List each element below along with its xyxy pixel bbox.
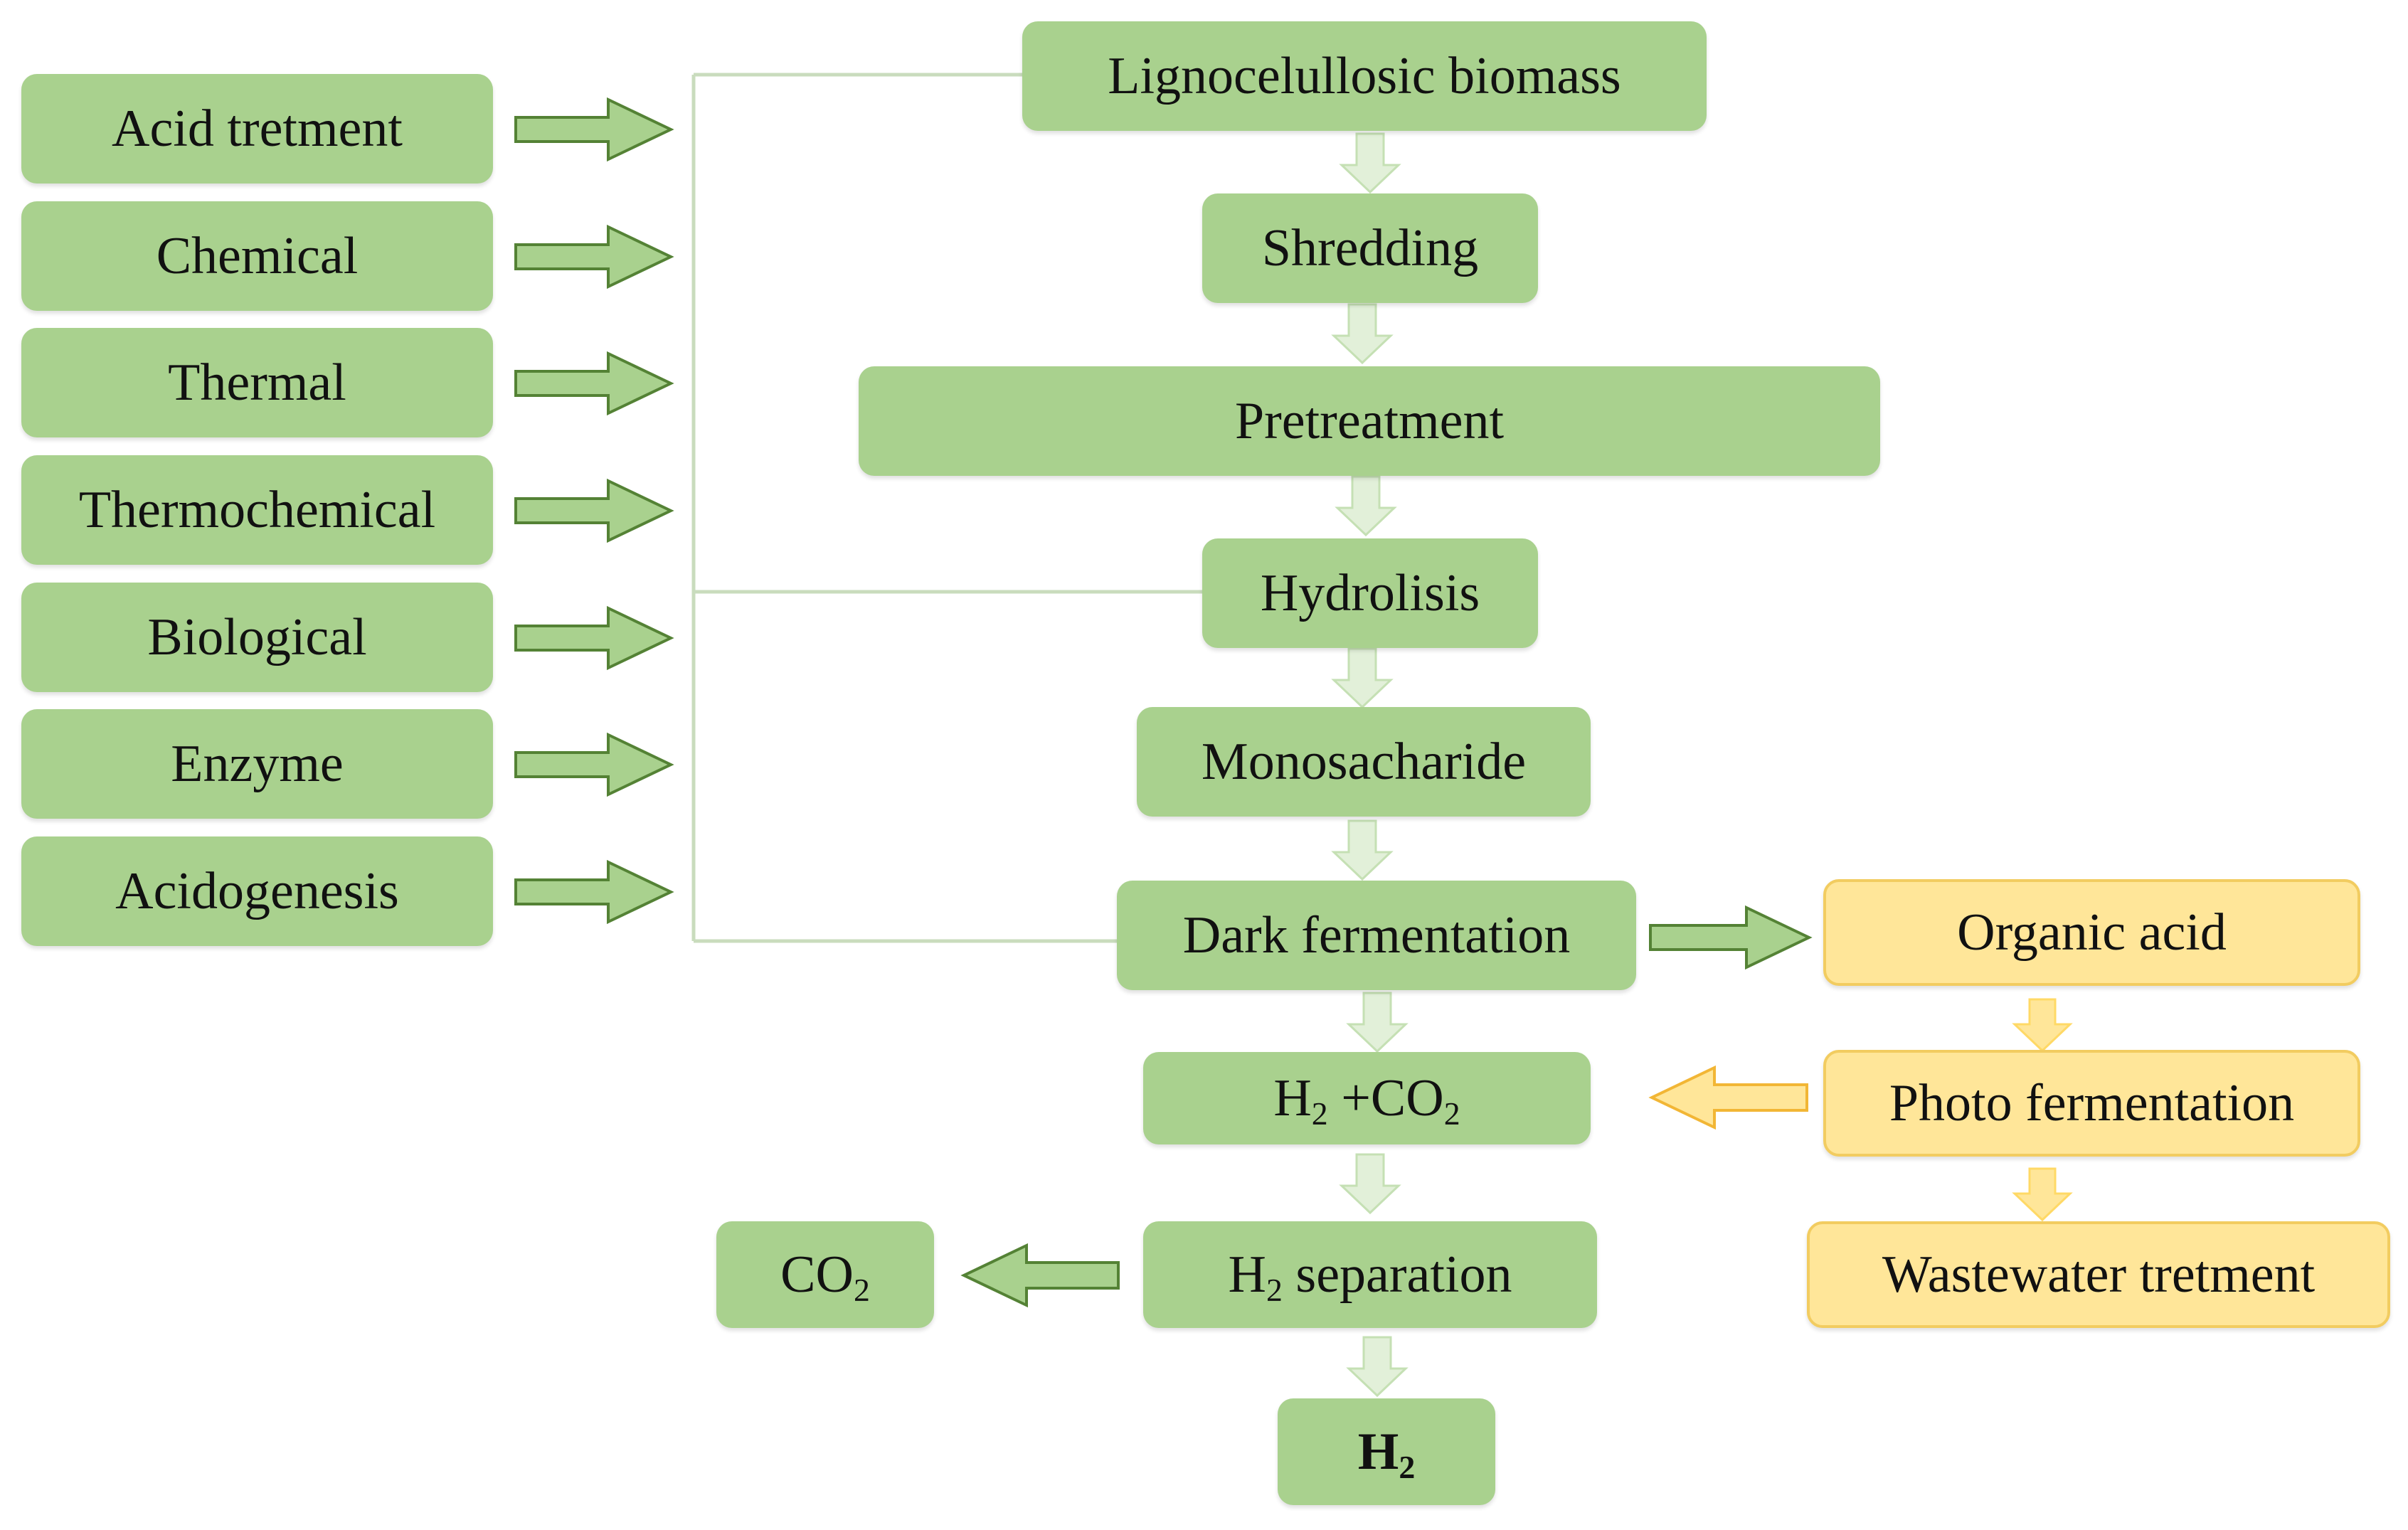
h2-separation-label: H2 separation (1228, 1245, 1512, 1308)
step-organic-acid-label: Organic acid (1957, 903, 2227, 962)
h2-product-h: H (1357, 1422, 1399, 1481)
arrow-down-hydrolysis-monosaccharide (1331, 647, 1394, 709)
h2-co2-label: H2 +CO2 (1273, 1068, 1460, 1132)
step-lignocellulosic-biomass-label: Lignocelullosic biomass (1108, 46, 1621, 105)
co2-product-sub: 2 (853, 1271, 870, 1308)
method-acidogenesis: Acidogenesis (21, 836, 493, 946)
h2-separation-h: H (1228, 1245, 1266, 1304)
step-hydrolysis-label: Hydrolisis (1260, 563, 1480, 622)
step-dark-fermentation: Dark fermentation (1117, 881, 1636, 990)
arrow-down-photo-wastewater (2012, 1167, 2073, 1222)
h2-separation-rest: separation (1282, 1245, 1512, 1304)
co2-product-label: CO2 (780, 1245, 870, 1308)
h2-co2-mid: +CO (1327, 1068, 1444, 1127)
arrow-down-h2co2-separation (1339, 1153, 1401, 1215)
arrow-down-monosaccharide-fermentation (1331, 819, 1394, 881)
arrow-right-enzyme (514, 732, 674, 797)
arrow-left-to-co2 (960, 1243, 1120, 1308)
arrow-down-fermentation-h2co2 (1346, 992, 1409, 1053)
arrow-down-pretreatment-hydrolysis (1335, 475, 1397, 537)
h2-separation-sub: 2 (1266, 1271, 1283, 1308)
step-monosaccharide-label: Monosacharide (1201, 732, 1527, 791)
step-hydrolysis: Hydrolisis (1202, 538, 1538, 648)
method-thermal: Thermal (21, 328, 493, 437)
method-acidogenesis-label: Acidogenesis (115, 861, 399, 920)
product-h2: H2 (1278, 1398, 1495, 1505)
step-dark-fermentation-label: Dark fermentation (1182, 905, 1571, 965)
method-chemical: Chemical (21, 201, 493, 311)
arrow-down-organic-photo (2012, 998, 2073, 1053)
step-wastewater-treatment: Wastewater tretment (1807, 1221, 2390, 1328)
arrow-right-acid (514, 97, 674, 162)
method-thermochemical-label: Thermochemical (78, 480, 436, 539)
h2-co2-h: H (1273, 1068, 1312, 1127)
step-monosaccharide: Monosacharide (1137, 707, 1591, 817)
arrow-down-biomass-shredding (1339, 132, 1401, 194)
method-thermal-label: Thermal (168, 353, 346, 412)
method-acid-treatment-label: Acid tretment (112, 99, 403, 158)
step-h2-co2: H2 +CO2 (1143, 1052, 1591, 1144)
arrow-right-acidogenesis (514, 859, 674, 925)
method-enzyme: Enzyme (21, 709, 493, 819)
arrow-down-shredding-pretreatment (1331, 303, 1394, 365)
step-shredding: Shredding (1202, 193, 1538, 303)
step-photo-fermentation-label: Photo fermentation (1889, 1073, 2295, 1132)
method-chemical-label: Chemical (156, 226, 359, 285)
method-enzyme-label: Enzyme (171, 734, 344, 793)
step-pretreatment: Pretreatment (859, 366, 1880, 476)
arrow-right-thermochemical (514, 478, 674, 543)
h2-product-sub: 2 (1399, 1448, 1416, 1485)
co2-product-co: CO (780, 1245, 854, 1304)
arrow-right-to-organic-acid (1649, 905, 1813, 970)
h2-product-label: H2 (1357, 1422, 1416, 1485)
product-co2: CO2 (716, 1221, 934, 1328)
step-photo-fermentation: Photo fermentation (1823, 1050, 2360, 1157)
method-acid-treatment: Acid tretment (21, 74, 493, 184)
step-lignocellulosic-biomass: Lignocelullosic biomass (1022, 21, 1707, 131)
step-wastewater-treatment-label: Wastewater tretment (1882, 1245, 2316, 1304)
arrow-right-biological (514, 605, 674, 671)
h2-co2-sub1: 2 (1311, 1095, 1328, 1132)
step-organic-acid: Organic acid (1823, 879, 2360, 986)
h2-co2-sub2: 2 (1443, 1095, 1460, 1132)
arrow-right-chemical (514, 224, 674, 289)
method-biological: Biological (21, 583, 493, 692)
step-pretreatment-label: Pretreatment (1234, 391, 1505, 450)
method-thermochemical: Thermochemical (21, 455, 493, 565)
arrow-right-thermal (514, 351, 674, 416)
arrow-left-from-photo-fermentation (1648, 1065, 1808, 1130)
arrow-down-separation-h2 (1346, 1336, 1409, 1398)
step-h2-separation: H2 separation (1143, 1221, 1597, 1328)
method-biological-label: Biological (147, 607, 367, 666)
step-shredding-label: Shredding (1261, 218, 1479, 277)
